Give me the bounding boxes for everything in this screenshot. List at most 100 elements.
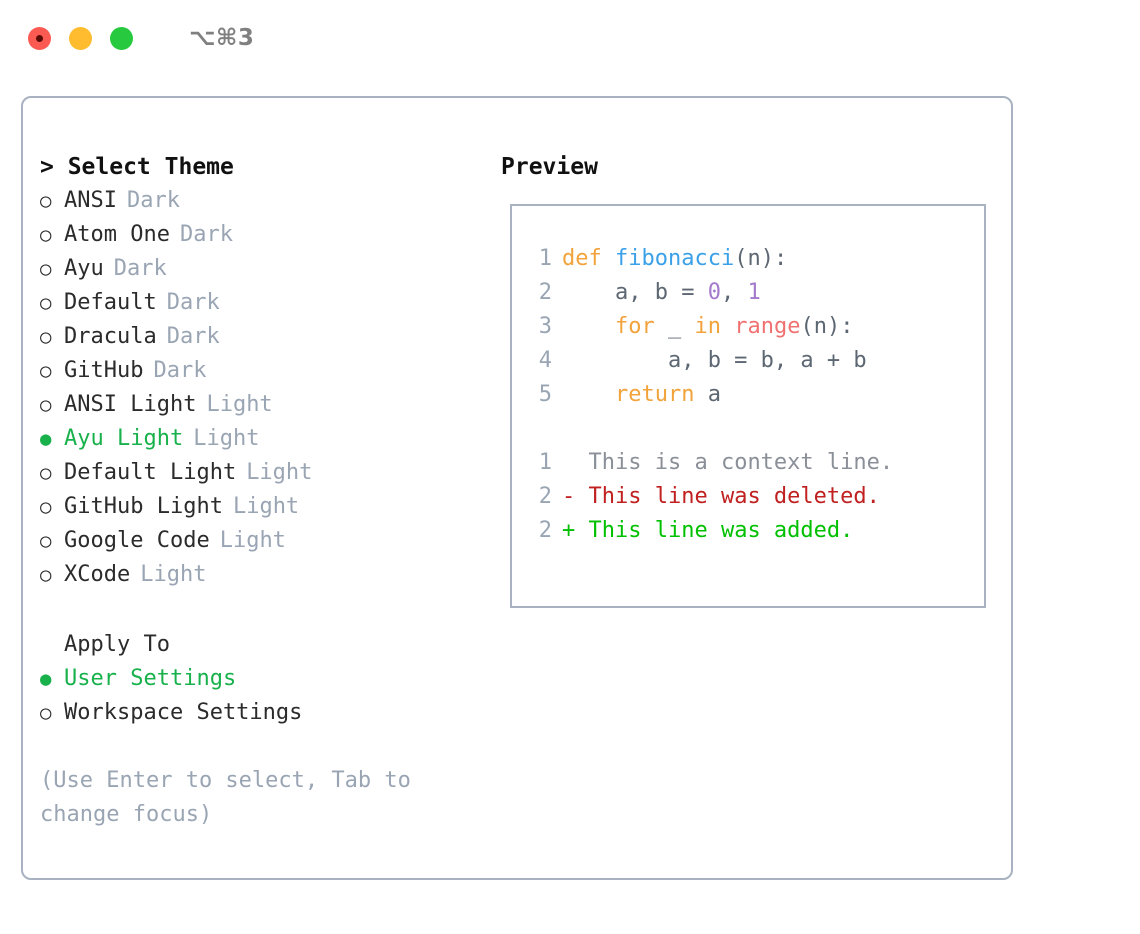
theme-option-tag: Light [140,562,207,587]
diff-line-number: 2 [538,518,552,543]
radio-unselected-icon: ○ [40,190,52,212]
code-line: 3 for _ in range(n): [512,310,984,344]
code-token-call: range [734,314,801,339]
code-token-plain [562,382,615,407]
theme-option-label: Ayu [64,256,104,281]
code-token-punc: (n): [734,246,788,271]
code-line-content: for _ in range(n): [562,310,853,344]
code-line-content: def fibonacci(n): [562,242,787,276]
theme-option-tag: Light [246,460,313,485]
code-token-punc: (n): [800,314,854,339]
apply-to-option-label: User Settings [64,666,237,691]
diff-line-text: This line was deleted. [588,484,880,509]
apply-to-option[interactable]: ● User Settings [40,662,491,696]
radio-unselected-icon: ○ [40,496,52,518]
maximize-button[interactable] [110,26,133,50]
window-title: ⌥⌘3 [189,25,255,51]
code-line-number: 2 [538,280,552,305]
diff-marker [562,446,589,480]
code-token-plain: _ [654,314,695,339]
theme-option-tag: Light [232,494,300,519]
diff-line-number: 2 [538,484,552,509]
diff-marker: + [562,518,589,543]
code-token-plain: a, b = [562,280,708,305]
window-titlebar: ⌥⌘3 [0,0,1140,76]
close-button[interactable] [28,26,51,50]
theme-option-tag: Dark [166,324,220,349]
code-token-kw: return [614,382,695,407]
radio-selected-icon: ● [40,668,52,690]
code-token-plain: a [694,382,721,407]
code-line: 5 return a [512,378,984,412]
code-token-kw: for [614,314,655,339]
code-token-num: 0 [707,280,721,305]
theme-option-label: Default [64,290,157,315]
code-line-number: 4 [538,348,552,373]
theme-option-tag: Dark [166,290,220,315]
code-line-content: return a [562,378,721,412]
theme-option-label: Ayu Light [64,426,184,451]
diff-line-number: 1 [538,450,552,475]
theme-option-label: GitHub [64,358,144,383]
code-token-fn: fibonacci [614,246,735,271]
theme-option-label: Google Code [64,528,210,553]
diff-line: 2 + This line was added. [512,514,984,548]
code-token-plain: , [720,280,748,305]
diff-line-text: This line was added. [588,518,854,543]
code-token-kw: def [562,246,615,271]
theme-option-label: Dracula [64,324,157,349]
theme-option[interactable]: ○ Default Dark [40,286,491,320]
preview-heading: Preview [501,154,598,180]
code-diff-separator [512,412,984,446]
radio-unselected-icon: ○ [40,258,52,280]
apply-to-option-list[interactable]: ● User Settings ○ Workspace Settings [40,662,491,730]
apply-to-option-label: Workspace Settings [64,700,303,725]
theme-option-label: Atom One [64,222,170,247]
theme-option-label: Default Light [64,460,237,485]
code-token-plain: a, b = b, a + b [562,348,867,373]
diff-marker: - [562,484,589,509]
diff-line-text: This is a context line. [588,450,894,475]
radio-unselected-icon: ○ [40,462,52,484]
theme-option-tag: Dark [153,358,207,383]
theme-option-label: GitHub Light [64,494,223,519]
diff-sample: 1 This is a context line. 2- This line wa… [512,446,984,548]
code-line-content: a, b = b, a + b [562,344,867,378]
code-token-plain [562,314,615,339]
radio-unselected-icon: ○ [40,702,52,724]
theme-option[interactable]: ○ Default Light Light [40,456,491,490]
code-line-content: a, b = 0, 1 [562,276,761,310]
theme-option-label: XCode [64,562,131,587]
minimize-button[interactable] [69,26,92,50]
code-line-number: 3 [538,314,552,339]
apply-to-heading: Apply To [64,632,170,657]
theme-option-tag: Dark [126,188,180,213]
theme-option[interactable]: ○ GitHub Light Light [40,490,491,524]
code-line: 2 a, b = 0, 1 [512,276,984,310]
theme-option-tag: Dark [179,222,233,247]
apply-to-option[interactable]: ○ Workspace Settings [40,696,491,730]
radio-unselected-icon: ○ [40,530,52,552]
select-theme-heading: > Select Theme [40,154,234,180]
window-controls [28,26,133,50]
radio-selected-icon: ● [40,428,52,450]
code-token-num: 1 [747,280,761,305]
radio-unselected-icon: ○ [40,292,52,314]
radio-unselected-icon: ○ [40,394,52,416]
theme-option-tag: Light [206,392,273,417]
